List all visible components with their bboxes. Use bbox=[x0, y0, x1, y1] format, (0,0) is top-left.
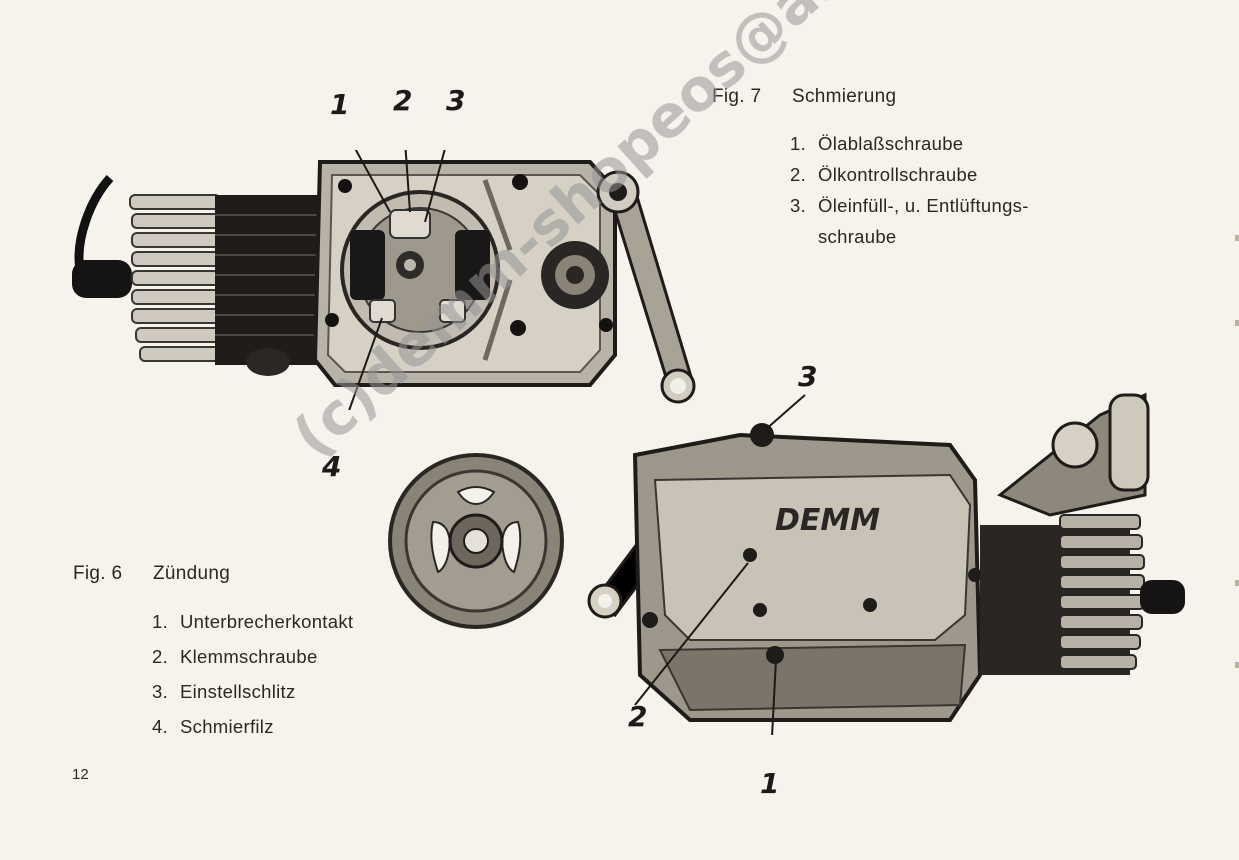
fig7-label: Fig. 7 bbox=[712, 86, 762, 107]
fig6-callout-3: 3 bbox=[446, 84, 466, 117]
fig6-item-2-text: Klemmschraube bbox=[180, 646, 318, 667]
fig7-item-1-text: Ölablaßschraube bbox=[818, 133, 964, 154]
fig6-item-1: 1. Unterbrecherkontakt bbox=[152, 604, 353, 639]
fig7-item-1: 1. Ölablaßschraube bbox=[790, 128, 1029, 159]
fig6-item-2: 2. Klemmschraube bbox=[152, 639, 353, 674]
fig6-title: Zündung bbox=[153, 563, 231, 584]
fig7-callout-2: 2 bbox=[628, 700, 648, 733]
fig6-engine-photo bbox=[72, 150, 696, 410]
binding-mark bbox=[1235, 580, 1239, 586]
page-number: 12 bbox=[72, 766, 89, 783]
fig7-item-3-num: 3. bbox=[790, 195, 807, 216]
fig7-item-3: 3. Öleinfüll-, u. Entlüftungs-schraube bbox=[790, 190, 1029, 252]
fig7-item-2-text: Ölkontrollschraube bbox=[818, 164, 978, 185]
fig7-item-3-text: Öleinfüll-, u. Entlüftungs- bbox=[818, 195, 1029, 216]
fig7-item-2-num: 2. bbox=[790, 164, 807, 185]
engine-logo: DEMM bbox=[775, 503, 880, 538]
fig6-item-4-num: 4. bbox=[152, 716, 169, 737]
fig6-item-4: 4. Schmierfilz bbox=[152, 709, 353, 744]
fig6-callout-4: 4 bbox=[322, 450, 342, 483]
fig6-callout-1: 1 bbox=[330, 88, 350, 121]
fig6-item-4-text: Schmierfilz bbox=[180, 716, 274, 737]
fig7-legend: 1. Ölablaßschraube 2. Ölkontrollschraube 3… bbox=[790, 128, 1029, 252]
fig6-legend: 1. Unterbrecherkontakt 2. Klemmschraube 3.… bbox=[152, 604, 353, 744]
fig6-item-3: 3. Einstellschlitz bbox=[152, 674, 353, 709]
fig6-item-1-text: Unterbrecherkontakt bbox=[180, 611, 354, 632]
fig7-title: Schmierung bbox=[792, 86, 897, 107]
fig6-item-3-num: 3. bbox=[152, 681, 169, 702]
binding-mark bbox=[1235, 320, 1239, 326]
fig7-item-3-cont: schraube bbox=[818, 226, 897, 247]
fig6-label: Fig. 6 bbox=[73, 563, 123, 584]
fig6-item-2-num: 2. bbox=[152, 646, 169, 667]
fig7-engine-photo: DEMM bbox=[587, 392, 1185, 735]
fig7-callout-3: 3 bbox=[798, 360, 818, 393]
fig6-item-3-text: Einstellschlitz bbox=[180, 681, 296, 702]
fig7-item-1-num: 1. bbox=[790, 133, 807, 154]
flywheel-photo bbox=[388, 453, 564, 629]
fig6-item-1-num: 1. bbox=[152, 611, 169, 632]
fig7-callout-1: 1 bbox=[760, 767, 780, 800]
fig6-callout-2: 2 bbox=[393, 84, 413, 117]
binding-mark bbox=[1235, 662, 1239, 668]
fig7-item-2: 2. Ölkontrollschraube bbox=[790, 159, 1029, 190]
binding-mark bbox=[1235, 235, 1239, 241]
fig6-heading: Fig. 6 Zündung bbox=[73, 563, 230, 585]
fig7-heading: Fig. 7 Schmierung bbox=[712, 86, 896, 108]
